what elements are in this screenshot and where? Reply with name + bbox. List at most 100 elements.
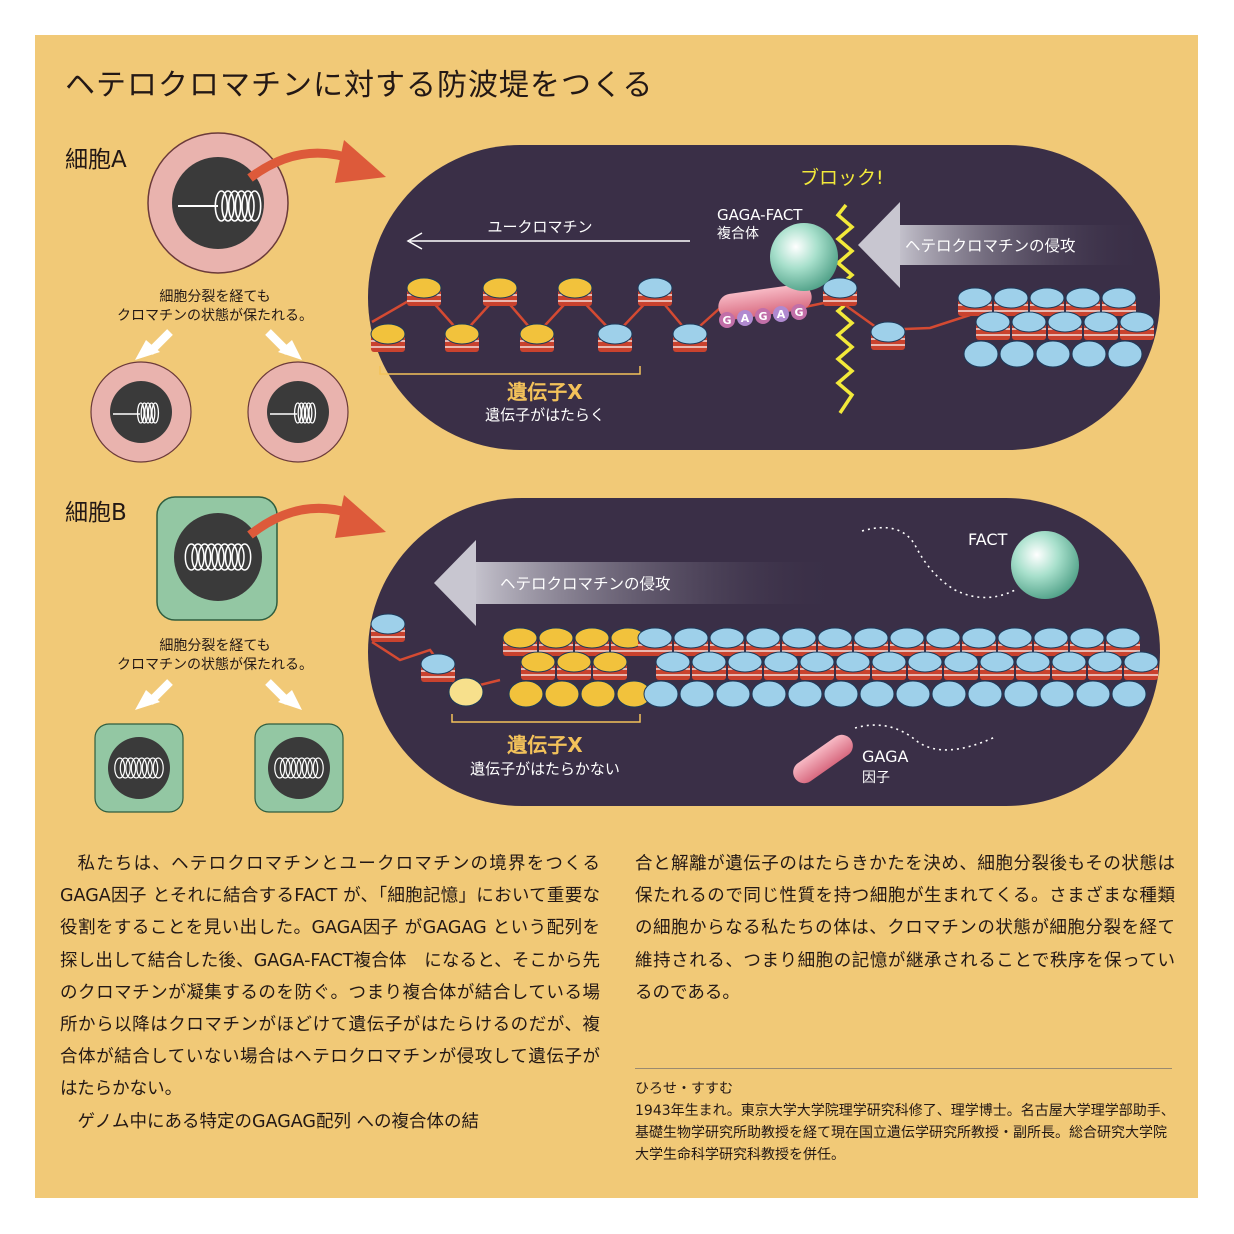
nucleosome (655, 651, 691, 680)
daughter-cell-a2 (247, 361, 349, 463)
body-left-column: 私たちは、ヘテロクロマチンとユークロマチンの境界をつくるGAGA因子 とそれに結… (60, 848, 600, 1138)
nucleosome (925, 627, 961, 656)
chromatin-coil-icon (214, 190, 262, 222)
nucleosome (444, 323, 480, 352)
gaga-path (854, 724, 996, 751)
nucleosome (482, 277, 518, 306)
nucleosome (799, 651, 835, 680)
gaga-fact-label: GAGA-FACT (717, 206, 803, 224)
gene-x-bracket-a (379, 366, 641, 375)
cell-a-division-note-line1: 細胞分裂を経ても (159, 289, 271, 305)
nucleosome (370, 613, 406, 642)
fact-label: FACT (968, 530, 1008, 549)
nucleosome (763, 651, 799, 680)
cell-b-division-note: 細胞分裂を経ても クロマチンの状態が保たれる。 (95, 637, 335, 675)
dna-base-icon (719, 312, 735, 328)
author-name: ひろせ・すすむ (635, 1081, 733, 1097)
heterochromatin-attack-label-b: ヘテロクロマチンの侵攻 (500, 575, 671, 593)
cell-b-label: 細胞B (65, 500, 127, 526)
cell-a-icon (147, 132, 289, 274)
dna-base-icon (737, 310, 753, 326)
nucleosome (538, 627, 574, 656)
nucleosome (502, 627, 538, 656)
heterochromatin-attack-label-a: ヘテロクロマチンの侵攻 (905, 237, 1076, 255)
gaga-label-2: 因子 (862, 770, 890, 786)
nucleosome (835, 651, 871, 680)
nucleosome (1123, 651, 1159, 680)
heterochromatin-attack-arrow-a (895, 225, 1145, 265)
cell-a-division-note: 細胞分裂を経ても クロマチンの状態が保たれる。 (95, 288, 335, 326)
nucleosome (637, 277, 673, 306)
zoom-arrow-b-head (335, 495, 386, 538)
daughter-cell-b2 (254, 723, 344, 813)
nucleosome (420, 653, 456, 682)
nucleosome (957, 287, 993, 316)
nucleosome (822, 277, 858, 306)
nucleosome (1015, 651, 1051, 680)
nucleosome (610, 627, 646, 656)
page-title: ヘテロクロマチンに対する防波堤をつくる (65, 68, 654, 103)
heterochromatin-fiber-a (957, 287, 1155, 368)
dna-base-letter: A (777, 308, 786, 321)
body-right-column: 合と解離が遺伝子のはたらきかたを決め、細胞分裂後もその状態は保たれるので同じ性質… (635, 848, 1175, 1009)
nucleosome (781, 627, 817, 656)
nucleosome (709, 627, 745, 656)
condensed-coil-icon (184, 543, 252, 571)
nucleosome (1033, 627, 1069, 656)
body-paragraph-1: 私たちは、ヘテロクロマチンとユークロマチンの境界をつくるGAGA因子 とそれに結… (60, 854, 600, 1100)
cell-b-division-note-line1: 細胞分裂を経ても (159, 638, 271, 654)
nucleosome (979, 651, 1015, 680)
dna-base-icon (773, 306, 789, 322)
nucleosome (1101, 287, 1137, 316)
nucleosome (520, 651, 556, 680)
gene-x-status-b: 遺伝子がはたらかない (470, 760, 620, 778)
nucleosome (817, 627, 853, 656)
fact-sphere-free (1011, 531, 1079, 599)
fact-sphere-bound (770, 223, 838, 291)
gaga-fact-label-2: 複合体 (717, 225, 759, 242)
gene-x-status-a: 遺伝子がはたらく (485, 406, 605, 424)
nucleosome (1069, 627, 1105, 656)
euchromatin-nucleosomes-a (370, 277, 906, 352)
nucleosome (1051, 651, 1087, 680)
nucleosome (745, 627, 781, 656)
nucleosome (871, 651, 907, 680)
linker-dna-a (371, 290, 721, 337)
dna-base-icon (791, 304, 807, 320)
block-label: ブロック! (800, 166, 884, 189)
nucleosome (870, 321, 906, 350)
nucleosome (1047, 311, 1083, 340)
nucleosome (727, 651, 763, 680)
zoom-panel-b: ヘテロクロマチンの侵攻 FACT GAGA 因子 遺伝子X 遺伝子がはたらかない (368, 498, 1160, 806)
nucleosome (556, 651, 592, 680)
nucleosome (637, 627, 673, 656)
nucleosome (889, 627, 925, 656)
gene-x-label-b: 遺伝子X (507, 733, 583, 757)
nucleosome (1119, 311, 1155, 340)
gaga-label: GAGA (862, 747, 908, 766)
nucleosome (1029, 287, 1065, 316)
division-arrows-a (135, 329, 302, 360)
heterochromatin-fiber-b (370, 613, 1159, 708)
zoom-arrow-a-head (335, 140, 386, 183)
nucleosome (673, 627, 709, 656)
division-arrows-b (135, 679, 302, 710)
gene-x-bracket-b (451, 714, 641, 723)
body-paragraph-3: 合と解離が遺伝子のはたらきかたを決め、細胞分裂後もその状態は保たれるので同じ性質… (635, 854, 1175, 1003)
body-paragraph-2: ゲノム中にある特定のGAGAG配列 への複合体の結 (77, 1111, 480, 1132)
nucleosome (961, 627, 997, 656)
gaga-factor-free (793, 734, 853, 784)
nucleosome (519, 323, 555, 352)
cell-a-division-note-line2: クロマチンの状態が保たれる。 (117, 308, 313, 324)
fact-path (861, 526, 1016, 599)
nucleosome (592, 651, 628, 680)
nucleosome (975, 311, 1011, 340)
heterochromatin-attack-arrow-b (470, 562, 840, 604)
nucleosome (557, 277, 593, 306)
author-divider (635, 1068, 1172, 1069)
nucleosome (1065, 287, 1101, 316)
daughter-cell-a1 (90, 361, 192, 463)
